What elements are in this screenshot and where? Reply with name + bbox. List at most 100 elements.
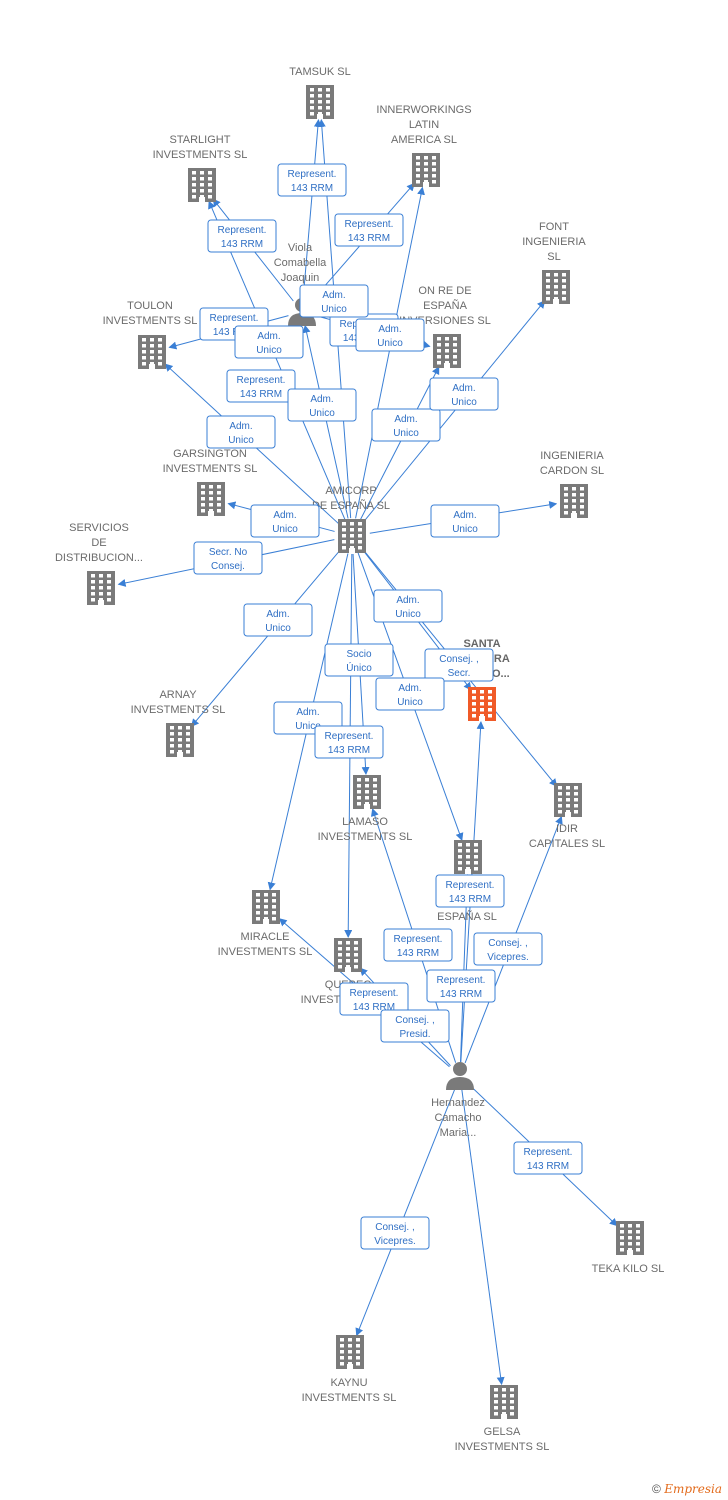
edge-label-text: Represent. xyxy=(524,1147,573,1158)
edge-label-text: 143 RRM xyxy=(240,389,282,400)
edge-label-amicorp-tamsuk[interactable]: Adm.Unico xyxy=(299,284,369,318)
edge-line-viola-tamsuk xyxy=(302,118,322,299)
brand-logo-text[interactable]: Empresia xyxy=(664,1482,722,1496)
node-label: AMERICA SL xyxy=(391,134,457,146)
edge-label-text: Adm. xyxy=(273,510,296,521)
edge-label-amicorp-miracle[interactable]: Adm.Unico xyxy=(375,677,445,711)
edge-label-text: Adm. xyxy=(452,383,475,394)
node-label: TOULON xyxy=(127,300,173,312)
node-arnay[interactable]: ARNAY INVESTMENTS SL xyxy=(131,689,226,757)
edge-line-amicorp-starlight xyxy=(208,200,346,520)
node-label: INVESTMENTS SL xyxy=(131,704,226,716)
node-label: ESPAÑA SL xyxy=(437,910,497,923)
footer-brand: © Empresia xyxy=(652,1482,722,1496)
node-label: Maria... xyxy=(440,1127,477,1139)
edge-label-text: Unico xyxy=(321,304,347,315)
node-label: ESPAÑA xyxy=(423,299,467,312)
building-icon xyxy=(468,687,496,721)
edge-label-amicorp-ingcardon[interactable]: Adm.Unico xyxy=(430,504,500,538)
edge-label-text: Vicepres. xyxy=(487,952,529,963)
edge-line-amicorp-arnay xyxy=(190,549,341,728)
node-servicios[interactable]: SERVICIOSDEDISTRIBUCION... xyxy=(55,522,143,605)
edge-label-amicorp-starlight[interactable]: Adm.Unico xyxy=(234,325,304,359)
node-label: INVESTMENTS SL xyxy=(103,315,198,327)
edge-label-text: Adm. xyxy=(310,394,333,405)
edge-label-amicorp-garsington[interactable]: Adm.Unico xyxy=(206,415,276,449)
node-label: Camacho xyxy=(434,1112,481,1124)
node-label: INGENIERIA xyxy=(540,450,604,462)
edge-label-text: Unico xyxy=(228,435,254,446)
building-icon xyxy=(188,168,216,202)
building-icon xyxy=(197,482,225,516)
edge-label-text: Unico xyxy=(395,609,421,620)
node-label: DISTRIBUCION... xyxy=(55,552,143,564)
edge-label-text: Unico xyxy=(397,697,423,708)
edge-label-text: Consej. , xyxy=(375,1222,414,1233)
node-label: DE xyxy=(91,537,106,549)
node-hernandez[interactable]: HernandezCamachoMaria... xyxy=(431,1062,485,1139)
edge-label-amicorp-onre[interactable]: Adm.Unico xyxy=(371,408,441,442)
edge-label-amicorp-viola[interactable]: Represent.143 RRM xyxy=(226,369,296,403)
edge-label-text: Adm. xyxy=(296,707,319,718)
edge-label-hernandez-miracle[interactable]: Represent.143 RRM xyxy=(426,969,496,1003)
person-icon xyxy=(446,1062,474,1090)
edge-label-amicorp-santabarbara[interactable]: Adm.Unico xyxy=(243,603,313,637)
edge-label-text: 143 RRM xyxy=(221,239,263,250)
edge-line-hernandez-kaynu xyxy=(355,1088,456,1337)
node-tamsuk[interactable]: TAMSUK SL xyxy=(289,66,351,119)
edge-label-text: Consej. , xyxy=(488,938,527,949)
node-label: DE ESPAÑA SL xyxy=(312,499,390,512)
edge-label-hernandez-quebec[interactable]: Represent.143 RRM xyxy=(339,982,409,1016)
edge-label-text: Represent. xyxy=(437,975,486,986)
building-icon xyxy=(334,938,362,972)
edge-label-hernandez-tekakilo[interactable]: Consej. ,Presid. xyxy=(380,1009,450,1043)
edge-label-amicorp-font[interactable]: Adm.Unico xyxy=(429,377,499,411)
edge-label-text: Adm. xyxy=(266,609,289,620)
edge-label-hernandez-kaynu[interactable]: Represent.143 RRM xyxy=(513,1141,583,1175)
edge-label-text: Adm. xyxy=(394,414,417,425)
node-label: ARNAY xyxy=(159,689,197,701)
building-icon xyxy=(306,85,334,119)
node-tekakilo[interactable]: TEKA KILO SL xyxy=(592,1221,665,1275)
node-label: TEKA KILO SL xyxy=(592,1263,665,1275)
edge-label-amicorp-idir[interactable]: Adm.Unico xyxy=(373,589,443,623)
node-label: FONT xyxy=(539,221,569,233)
edge-label-hernandez-espana[interactable]: Consej. , Vicepres. xyxy=(473,932,543,966)
node-label: INVESTMENTS SL xyxy=(163,463,258,475)
edge-label-text: Adm. xyxy=(378,324,401,335)
edge-label-amicorp-servicios[interactable]: Adm.Unico xyxy=(250,504,320,538)
node-toulon[interactable]: TOULON INVESTMENTS SL xyxy=(103,300,198,369)
edge-label-amicorp-innerworkings[interactable]: Adm.Unico xyxy=(355,318,425,352)
edge-label-amicorp-lamaso[interactable]: Consej. ,Secr. xyxy=(424,648,494,682)
edge-label-hernandez-lamaso[interactable]: Represent.143 RRM xyxy=(435,874,505,908)
edge-label-hernandez-santabarbara[interactable]: Represent.143 RRM xyxy=(314,725,384,759)
edge-label-viola-innerworkings[interactable]: Represent.143 RRM xyxy=(334,213,404,247)
edge-label-text: Consej. xyxy=(211,561,245,572)
edge-label-viola-tamsuk[interactable]: Represent.143 RRM xyxy=(277,163,347,197)
edge-label-hernandez-gelsa[interactable]: Consej. ,Vicepres. xyxy=(360,1216,430,1250)
edge-label-hernandez-idir[interactable]: Represent.143 RRM xyxy=(383,928,453,962)
edge-label-text: Represent. xyxy=(446,880,495,891)
node-label: Joaquin xyxy=(281,272,320,284)
edge-label-viola-starlight[interactable]: Represent.143 RRM xyxy=(207,219,277,253)
node-label: TAMSUK SL xyxy=(289,66,351,78)
edge-label-amicorp-toulon[interactable]: Adm.Unico xyxy=(287,388,357,422)
node-espana[interactable]: ESPAÑA SL xyxy=(437,840,497,923)
building-icon xyxy=(454,840,482,874)
